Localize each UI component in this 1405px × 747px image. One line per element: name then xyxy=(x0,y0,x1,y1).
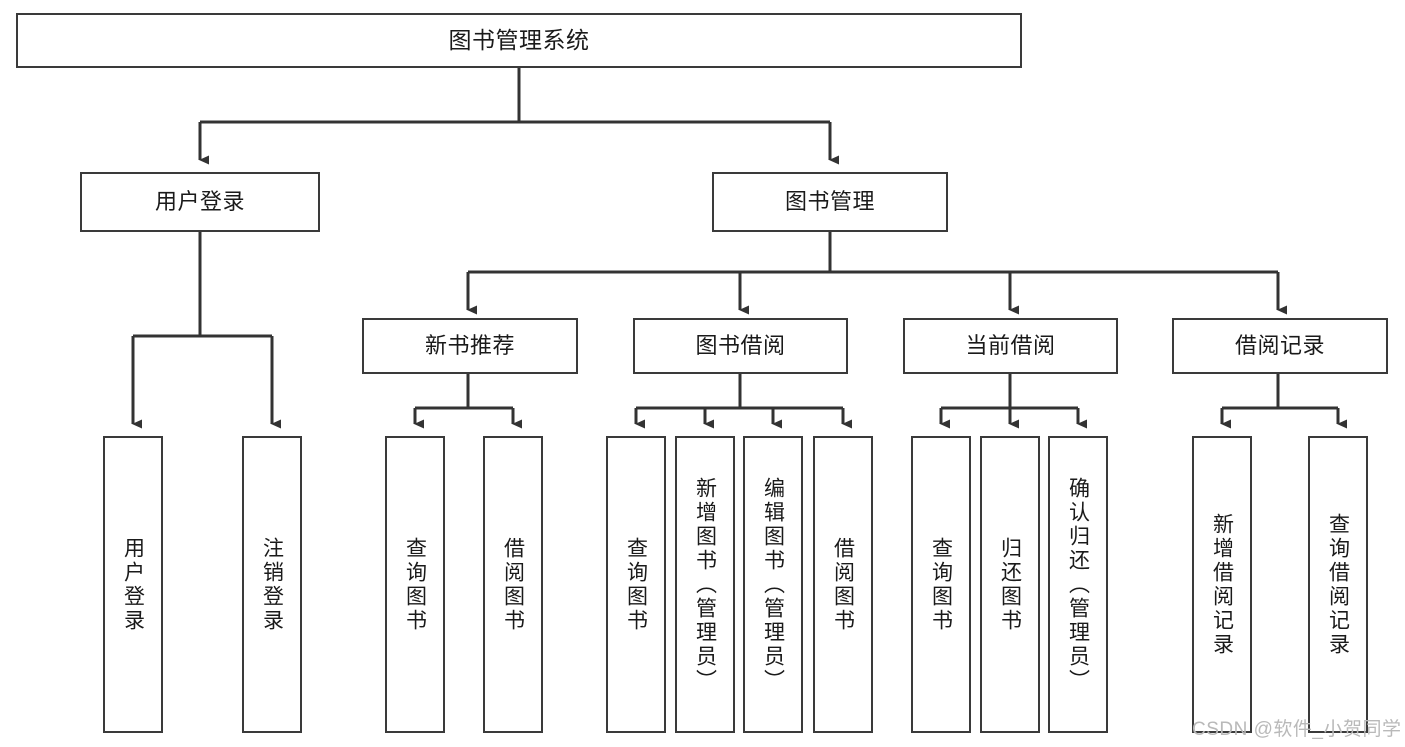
node-label: 注销登录 xyxy=(260,536,284,633)
node-label: 归还图书 xyxy=(998,536,1022,633)
watermark-text: CSDN @软件_小贺同学 xyxy=(1192,719,1402,740)
node-borrow-records[interactable]: 借阅记录 xyxy=(1172,318,1388,374)
node-label: 新增图书（管理员） xyxy=(693,476,717,693)
leaf-user-login-login[interactable]: 用户登录 xyxy=(103,436,163,733)
leaf-new-book-query[interactable]: 查询图书 xyxy=(385,436,445,733)
leaf-current-borrow-confirm-return[interactable]: 确认归还（管理员） xyxy=(1048,436,1108,733)
leaf-new-book-borrow[interactable]: 借阅图书 xyxy=(483,436,543,733)
node-label: 查询图书 xyxy=(624,536,648,633)
node-label: 确认归还（管理员） xyxy=(1066,476,1090,693)
leaf-user-login-logout[interactable]: 注销登录 xyxy=(242,436,302,733)
node-current-borrow[interactable]: 当前借阅 xyxy=(903,318,1118,374)
node-label: 借阅记录 xyxy=(1234,332,1325,358)
node-label: 图书借阅 xyxy=(695,332,786,358)
node-root-system[interactable]: 图书管理系统 xyxy=(16,13,1022,68)
node-user-login[interactable]: 用户登录 xyxy=(80,172,320,232)
node-book-borrow[interactable]: 图书借阅 xyxy=(633,318,848,374)
leaf-borrow-records-query[interactable]: 查询借阅记录 xyxy=(1308,436,1368,733)
node-label: 查询图书 xyxy=(403,536,427,633)
leaf-book-borrow-borrow[interactable]: 借阅图书 xyxy=(813,436,873,733)
node-label: 编辑图书（管理员） xyxy=(761,476,785,693)
node-book-management[interactable]: 图书管理 xyxy=(712,172,948,232)
leaf-book-borrow-edit[interactable]: 编辑图书（管理员） xyxy=(743,436,803,733)
node-label: 用户登录 xyxy=(121,536,145,633)
leaf-borrow-records-add[interactable]: 新增借阅记录 xyxy=(1192,436,1252,733)
node-label: 图书管理系统 xyxy=(448,26,590,53)
node-label: 借阅图书 xyxy=(501,536,525,633)
leaf-book-borrow-query[interactable]: 查询图书 xyxy=(606,436,666,733)
node-label: 新增借阅记录 xyxy=(1210,512,1234,657)
node-label: 用户登录 xyxy=(154,188,245,214)
node-label: 当前借阅 xyxy=(965,332,1056,358)
node-label: 新书推荐 xyxy=(424,332,515,358)
leaf-current-borrow-query[interactable]: 查询图书 xyxy=(911,436,971,733)
node-label: 查询借阅记录 xyxy=(1326,512,1350,657)
node-label: 借阅图书 xyxy=(831,536,855,633)
leaf-current-borrow-return[interactable]: 归还图书 xyxy=(980,436,1040,733)
leaf-book-borrow-add[interactable]: 新增图书（管理员） xyxy=(675,436,735,733)
node-new-book-recommend[interactable]: 新书推荐 xyxy=(362,318,578,374)
node-label: 图书管理 xyxy=(784,188,875,214)
node-label: 查询图书 xyxy=(929,536,953,633)
